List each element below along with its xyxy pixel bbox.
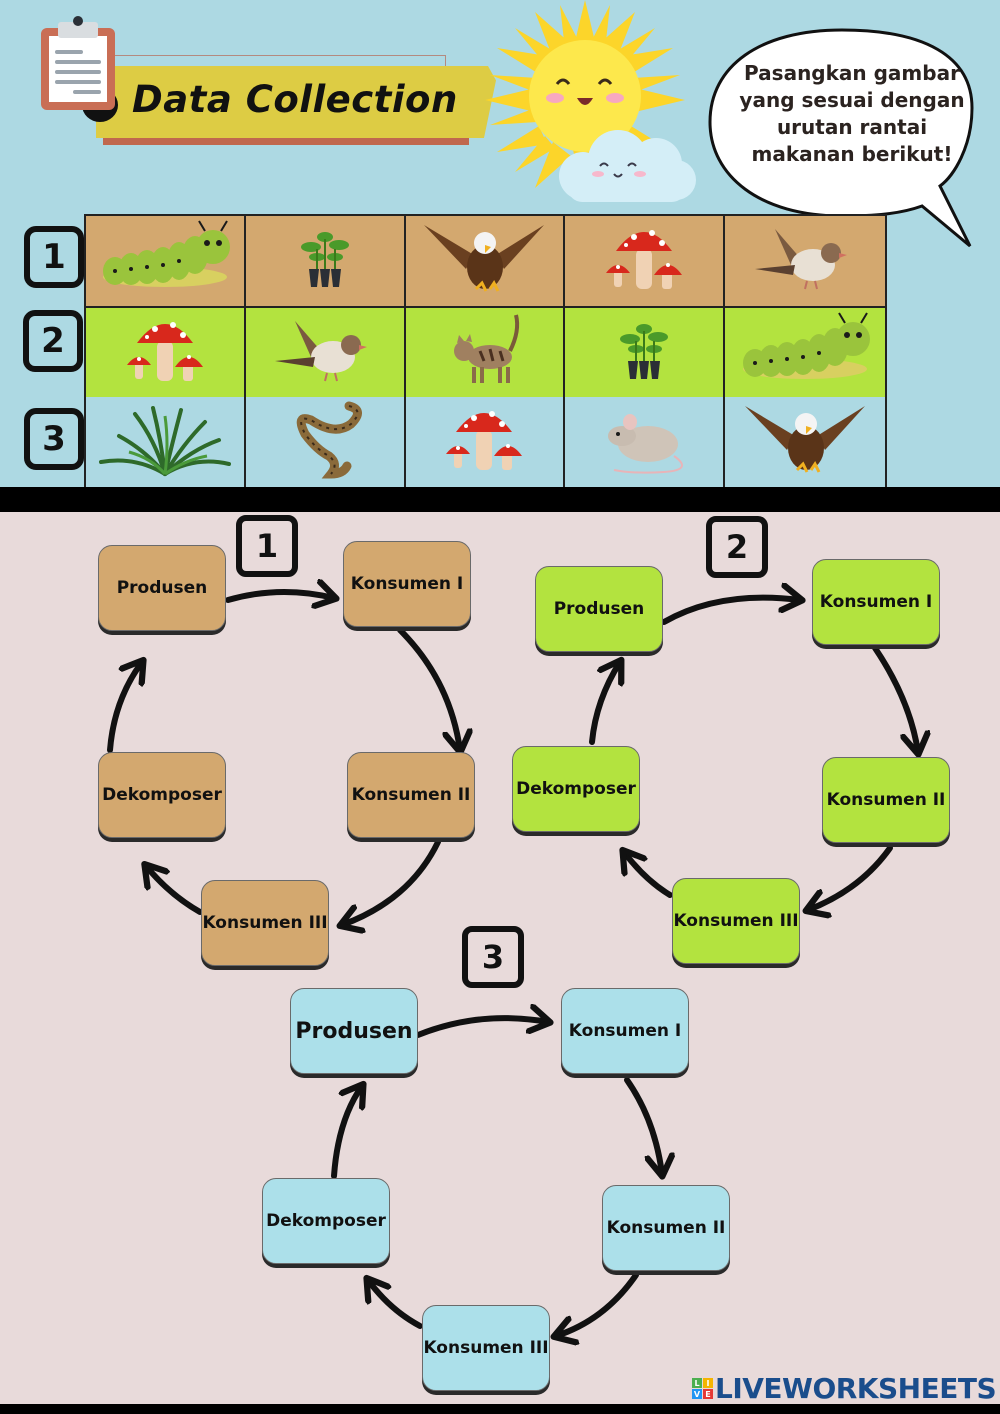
chain-1-konsumen-1[interactable]: Konsumen I xyxy=(343,541,471,627)
chain-2-produsen[interactable]: Produsen xyxy=(535,566,663,652)
chain-2-konsumen-2[interactable]: Konsumen II xyxy=(822,757,950,843)
caterpillar-icon xyxy=(735,311,875,395)
chain-2-konsumen-3[interactable]: Konsumen III xyxy=(672,878,800,964)
mushroom-icon xyxy=(95,311,235,395)
grid-cell[interactable] xyxy=(246,308,406,397)
chain-3-konsumen-2[interactable]: Konsumen II xyxy=(602,1185,730,1271)
image-grid xyxy=(84,214,887,487)
grid-row-2 xyxy=(86,308,885,397)
mushroom-icon xyxy=(574,219,714,303)
row-label-1: 1 xyxy=(24,226,84,288)
clipboard-icon xyxy=(41,16,115,110)
mushroom-icon xyxy=(414,400,554,484)
brand-name: LIVEWORKSHEETS xyxy=(715,1372,997,1405)
chain-1-produsen[interactable]: Produsen xyxy=(98,545,226,631)
cloud-icon xyxy=(559,130,696,202)
chain-1-dekomposer[interactable]: Dekomposer xyxy=(98,752,226,838)
cat-icon xyxy=(414,311,554,395)
grid-cell[interactable] xyxy=(725,216,885,306)
brand-logo: L I V E LIVEWORKSHEETS xyxy=(692,1372,997,1405)
footer-bar xyxy=(0,1404,1000,1414)
eagle-icon xyxy=(414,219,554,303)
eagle-icon xyxy=(735,400,875,484)
sparrow-icon xyxy=(255,311,395,395)
chain-1-konsumen-3[interactable]: Konsumen III xyxy=(201,880,329,966)
grid-cell[interactable] xyxy=(565,216,726,306)
section-divider xyxy=(0,487,1000,512)
grid-row-1 xyxy=(86,216,885,308)
mouse-icon xyxy=(574,400,714,484)
chain-3-number: 3 xyxy=(462,926,524,988)
chain-1-number: 1 xyxy=(236,515,298,577)
caterpillar-icon xyxy=(95,219,235,303)
instruction-text: Pasangkan gambar yang sesuai dengan urut… xyxy=(739,61,965,166)
chain-3-konsumen-1[interactable]: Konsumen I xyxy=(561,988,689,1074)
seedling-icon xyxy=(574,311,714,395)
grid-cell[interactable] xyxy=(565,397,726,487)
chain-3-produsen[interactable]: Produsen xyxy=(290,988,418,1074)
chain-3-konsumen-3[interactable]: Konsumen III xyxy=(422,1305,550,1391)
seedling-icon xyxy=(255,219,395,303)
grass-icon xyxy=(95,400,235,484)
chain-2-konsumen-1[interactable]: Konsumen I xyxy=(812,559,940,645)
grid-cell[interactable] xyxy=(406,308,566,397)
chain-1-konsumen-2[interactable]: Konsumen II xyxy=(347,752,475,838)
chain-2-number: 2 xyxy=(706,516,768,578)
page-title: Data Collection xyxy=(132,78,458,121)
grid-cell[interactable] xyxy=(406,397,566,487)
row-label-2: 2 xyxy=(23,310,83,372)
bottom-panel xyxy=(0,512,1000,1404)
snake-icon xyxy=(255,400,395,484)
row-label-3: 3 xyxy=(24,408,84,470)
title-banner xyxy=(96,66,496,138)
grid-cell[interactable] xyxy=(565,308,726,397)
grid-cell[interactable] xyxy=(246,216,406,306)
grid-cell[interactable] xyxy=(86,397,246,487)
chain-3-dekomposer[interactable]: Dekomposer xyxy=(262,1178,390,1264)
grid-cell[interactable] xyxy=(725,397,885,487)
banner-shadow xyxy=(103,138,469,145)
liveworksheets-logo-icon: L I V E xyxy=(692,1378,713,1399)
sparrow-icon xyxy=(735,219,875,303)
grid-cell[interactable] xyxy=(246,397,406,487)
grid-cell[interactable] xyxy=(86,216,246,306)
chain-2-dekomposer[interactable]: Dekomposer xyxy=(512,746,640,832)
banner-outline xyxy=(112,55,446,67)
grid-row-3 xyxy=(86,397,885,487)
grid-cell[interactable] xyxy=(406,216,566,306)
grid-cell[interactable] xyxy=(86,308,246,397)
grid-cell[interactable] xyxy=(725,308,885,397)
